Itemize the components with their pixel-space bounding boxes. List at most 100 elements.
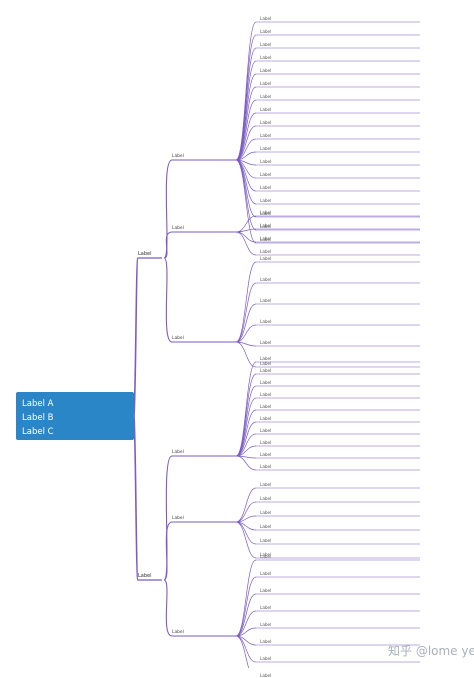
leaf-connector-0-1-0: [235, 215, 257, 233]
leaf-node-0-2-1[interactable]: Label: [260, 277, 272, 282]
leaf-node-1-0-1[interactable]: Label: [260, 368, 272, 373]
child-connector-1-0: [163, 455, 173, 581]
leaf-node-0-0-1[interactable]: Label: [260, 29, 272, 34]
leaf-connector-1-2-4: [235, 627, 257, 637]
leaf-node-0-1-1[interactable]: Label: [260, 223, 272, 228]
child-connector-0-0: [163, 159, 173, 259]
leaf-node-1-2-0[interactable]: Label: [260, 554, 272, 559]
leaf-node-0-1-2[interactable]: Label: [260, 236, 272, 241]
root-node[interactable]: Label A Label B Label C: [16, 392, 134, 440]
leaf-connector-1-1-2: [235, 515, 257, 523]
leaf-connector-0-0-10: [235, 151, 257, 161]
leaf-connector-1-1-0: [235, 487, 257, 523]
leaf-node-0-0-4[interactable]: Label: [260, 68, 272, 73]
branch-label-1[interactable]: Label: [138, 573, 152, 579]
leaf-connector-1-2-7: [235, 635, 250, 668]
leaf-connector-0-1-1: [235, 228, 257, 233]
leaf-connector-0-2-5: [235, 341, 257, 368]
leaf-connector-1-0-1: [235, 373, 257, 457]
child-label-0-1[interactable]: Label: [172, 226, 184, 231]
leaf-connector-1-0-0: [235, 361, 257, 457]
leaf-node-1-2-6[interactable]: Label: [260, 656, 272, 661]
leaf-connector-1-0-3: [235, 397, 257, 457]
leaf-node-1-1-5[interactable]: Label: [260, 552, 272, 557]
leaf-node-1-0-2[interactable]: Label: [260, 380, 272, 385]
child-label-0-2[interactable]: Label: [172, 336, 184, 341]
leaf-connector-0-0-8: [235, 125, 257, 161]
leaf-node-0-0-9[interactable]: Label: [260, 133, 272, 138]
leaf-node-0-0-6[interactable]: Label: [260, 94, 272, 99]
leaf-node-0-2-2[interactable]: Label: [260, 298, 272, 303]
leaf-node-0-0-17[interactable]: Label: [260, 237, 272, 242]
leaf-node-0-2-5[interactable]: Label: [260, 361, 272, 366]
child-connector-1-2: [163, 579, 173, 637]
leaf-node-0-0-7[interactable]: Label: [260, 107, 272, 112]
leaf-node-1-0-5[interactable]: Label: [260, 416, 272, 421]
leaf-node-0-1-0[interactable]: Label: [260, 210, 272, 215]
leaf-connector-0-0-3: [235, 60, 257, 161]
leaf-node-0-0-0[interactable]: Label: [260, 16, 272, 21]
leaf-connector-0-0-0: [235, 21, 257, 161]
root-title-line-3: Label C: [22, 427, 54, 437]
child-connector-1-1: [163, 521, 173, 581]
leaf-connector-0-0-1: [235, 34, 257, 161]
root-title-line-1: Label A: [22, 399, 54, 409]
child-label-1-0[interactable]: Label: [172, 450, 184, 455]
leaf-node-1-1-3[interactable]: Label: [260, 524, 272, 529]
leaf-node-0-0-16[interactable]: Label: [260, 224, 272, 229]
leaf-node-1-2-7[interactable]: Label: [260, 673, 272, 678]
leaf-node-0-0-13[interactable]: Label: [260, 185, 272, 190]
leaf-connector-1-0-9: [235, 455, 257, 471]
leaf-node-1-1-1[interactable]: Label: [260, 496, 272, 501]
leaf-node-1-0-7[interactable]: Label: [260, 440, 272, 445]
leaf-node-1-2-1[interactable]: Label: [260, 571, 272, 576]
leaf-connector-1-2-1: [235, 576, 257, 637]
leaf-connector-0-2-2: [235, 303, 257, 343]
leaf-node-0-2-3[interactable]: Label: [260, 319, 272, 324]
leaf-node-1-2-3[interactable]: Label: [260, 605, 272, 610]
leaf-node-1-0-0[interactable]: Label: [260, 356, 272, 361]
leaf-node-0-0-2[interactable]: Label: [260, 42, 272, 47]
leaf-connector-0-0-9: [235, 138, 257, 161]
leaf-node-0-0-12[interactable]: Label: [260, 172, 272, 177]
leaf-connector-0-2-3: [235, 324, 257, 343]
leaf-node-1-2-5[interactable]: Label: [260, 639, 272, 644]
leaf-connector-1-0-4: [235, 409, 257, 457]
leaf-connector-0-0-17: [235, 159, 257, 244]
leaf-connector-1-1-1: [235, 501, 257, 523]
leaf-node-1-2-2[interactable]: Label: [260, 588, 272, 593]
leaf-node-0-2-4[interactable]: Label: [260, 340, 272, 345]
child-label-1-1[interactable]: Label: [172, 516, 184, 521]
leaf-connector-1-2-2: [235, 593, 257, 637]
leaf-node-0-0-8[interactable]: Label: [260, 120, 272, 125]
leaf-connector-1-1-5: [235, 521, 257, 559]
leaf-node-0-0-11[interactable]: Label: [260, 159, 272, 164]
leaf-connector-0-0-16: [235, 159, 257, 231]
branch-label-0[interactable]: Label: [138, 251, 152, 257]
child-label-1-2[interactable]: Label: [172, 630, 184, 635]
leaf-node-0-0-14[interactable]: Label: [260, 198, 272, 203]
leaf-node-0-0-5[interactable]: Label: [260, 81, 272, 86]
branch-connector-0: [133, 257, 139, 417]
root-title-line-2: Label B: [22, 413, 54, 423]
leaf-node-1-1-2[interactable]: Label: [260, 510, 272, 515]
child-label-0-0[interactable]: Label: [172, 154, 184, 159]
leaf-connector-0-2-1: [235, 282, 257, 343]
leaf-node-0-0-15[interactable]: Label: [260, 211, 272, 216]
leaf-node-1-0-4[interactable]: Label: [260, 404, 272, 409]
leaf-node-0-0-3[interactable]: Label: [260, 55, 272, 60]
leaf-node-1-0-8[interactable]: Label: [260, 452, 272, 457]
leaf-node-1-0-6[interactable]: Label: [260, 428, 272, 433]
leaf-node-1-1-0[interactable]: Label: [260, 482, 272, 487]
leaf-node-0-0-10[interactable]: Label: [260, 146, 272, 151]
leaf-node-1-1-4[interactable]: Label: [260, 538, 272, 543]
child-connector-0-2: [163, 257, 173, 343]
child-connector-0-1: [163, 231, 173, 259]
leaf-node-1-2-4[interactable]: Label: [260, 622, 272, 627]
leaf-node-1-0-9[interactable]: Label: [260, 464, 272, 469]
leaf-node-1-0-3[interactable]: Label: [260, 392, 272, 397]
leaf-node-0-1-3[interactable]: Label: [260, 249, 272, 254]
leaf-node-0-2-0[interactable]: Label: [260, 256, 272, 261]
leaf-connector-0-0-7: [235, 112, 257, 161]
